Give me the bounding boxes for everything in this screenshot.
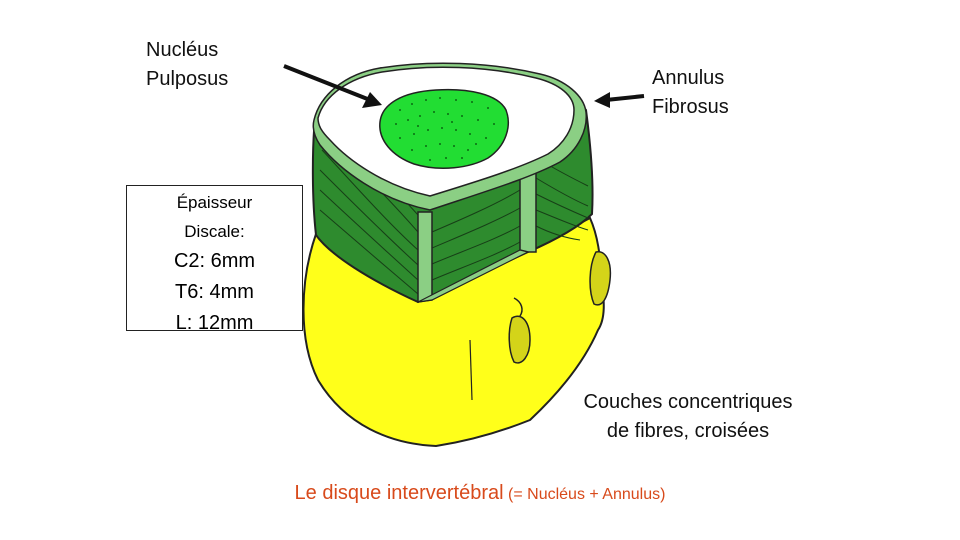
nucleus-pulposus-label: Nucléus Pulposus	[146, 36, 228, 94]
thickness-l: L: 12mm	[175, 312, 254, 334]
fibre-layers-label: Couches concentriques de fibres, croisée…	[540, 388, 836, 446]
thickness-title-line1: Épaisseur	[176, 193, 253, 212]
couches-label-line1: Couches concentriques	[583, 391, 793, 413]
arrow-annulus-icon	[594, 92, 645, 108]
nucleus-stipple	[395, 97, 495, 161]
annulus-cut-left	[417, 211, 433, 303]
arrow-nucleus-icon	[283, 64, 382, 108]
thickness-t6: T6: 4mm	[175, 281, 254, 303]
annulus-cut-right	[519, 169, 537, 253]
nucleus-pulposus	[379, 88, 509, 169]
nucleus-label-line2: Pulposus	[146, 68, 229, 90]
annulus-fibrosus-label: Annulus Fibrosus	[652, 64, 729, 122]
couches-label-line2: de fibres, croisées	[606, 420, 770, 442]
pedicle-left	[508, 315, 531, 364]
annulus-label-line2: Fibrosus	[652, 96, 729, 118]
thickness-c2: C2: 6mm	[173, 250, 256, 272]
disc-thickness-box: Épaisseur Discale: C2: 6mm T6: 4mm L: 12…	[126, 185, 303, 334]
thickness-title-line2: Discale:	[184, 222, 245, 241]
caption-main: Le disque intervertébral	[294, 482, 504, 504]
figure-caption: Le disque intervertébral (= Nucléus + An…	[0, 482, 960, 505]
pedicle-right	[589, 251, 612, 306]
annulus-label-line1: Annulus	[652, 67, 725, 89]
nucleus-label-line1: Nucléus	[146, 39, 219, 61]
caption-sub: (= Nucléus + Annulus)	[508, 486, 666, 503]
